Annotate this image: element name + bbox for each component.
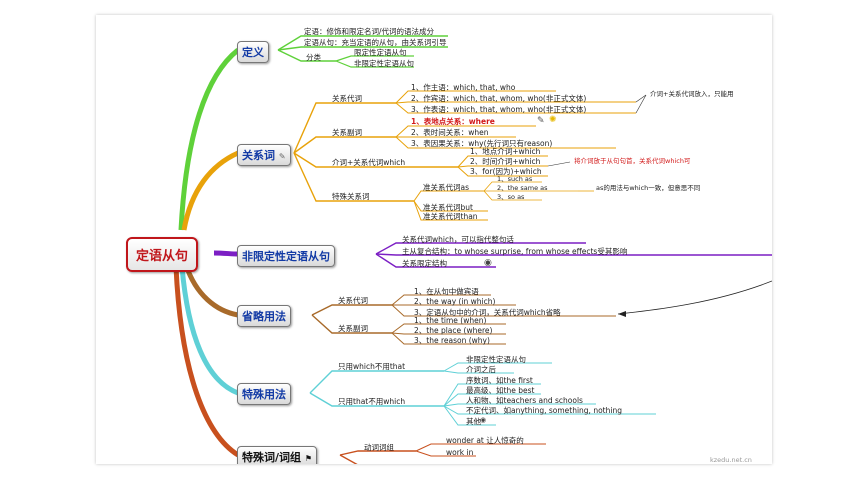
pronoun-item: 2、作宾语：which, that, whom, who(非正式文体) [411, 94, 587, 103]
relatives-adverb-label: 关系副词 [332, 128, 362, 137]
omission-pronoun-item: 2、the way (in which) [414, 297, 496, 306]
special-but-label: 准关系代词but [423, 203, 473, 212]
pronoun-item: 1、作主语：which, that, who [411, 83, 516, 92]
omission-adverb-item: 1、the time (when) [414, 316, 487, 325]
adverb-item: 2、表时间关系：when [411, 128, 489, 137]
omission-pronoun-item: 3、定语从句中的介词，关系代词which省略 [414, 308, 561, 317]
link-relatives [181, 150, 240, 231]
branch-special-words: 特殊词/词组 ⚑ [237, 446, 318, 464]
nonrestrictive-item: 关系代词which，可以指代整句话 [402, 235, 514, 244]
as-note: as的用法与which一致，但意思不同 [596, 184, 701, 192]
branch-omission: 省略用法 [237, 305, 291, 327]
root-label: 定语从句 [136, 249, 189, 264]
category-item: 限定性定语从句 [354, 48, 407, 57]
nonrestrictive-item: 主从复合结构：to whose surprise, from whose eff… [402, 247, 628, 256]
pronoun-note: 介词+关系代词放入，只能用 [650, 90, 734, 98]
that-only-item: 人和物、如teachers and schools [466, 396, 583, 405]
omission-pronoun-label: 关系代词 [338, 296, 368, 305]
lightbulb-icon: ✺ [549, 115, 557, 125]
relatives-special-label: 特殊关系词 [332, 192, 370, 201]
branch-special-usage: 特殊用法 [237, 383, 291, 405]
branch-relatives-label: 关系词 [242, 149, 275, 162]
omission-adverb-label: 关系副词 [338, 324, 368, 333]
note-icon: ✎ [278, 152, 286, 161]
link-definition [178, 48, 240, 231]
branch-definition: 定义 [237, 41, 269, 63]
that-only-label: 只用that不用which [338, 397, 406, 406]
verb-phrase-label: 动词词组 [364, 443, 394, 452]
as-item: 1、such as [497, 175, 533, 183]
definition-item: 定语：修饰和限定名词/代词的语法成分 [304, 27, 435, 36]
as-item: 2、the same as [497, 184, 548, 192]
which-only-label: 只用which不用that [338, 362, 406, 371]
mind-map: 定语从句 定义 定语：修饰和限定名词/代词的语法成分 定语从句：充当定语的从句，… [96, 15, 772, 464]
branch-nonrestrictive: 非限定性定语从句 [237, 245, 335, 267]
prep-item: 1、地点介词+which [470, 147, 541, 156]
branch-definition-label: 定义 [242, 46, 264, 59]
relatives-prep-label: 介词+关系代词which [332, 158, 406, 167]
which-only-item: 非限定性定语从句 [466, 355, 526, 364]
branch-omission-label: 省略用法 [242, 310, 286, 323]
pronoun-item: 3、作表语：which, that, whom, who(非正式文体) [411, 105, 587, 114]
link-special-words [173, 266, 240, 458]
which-only-item: 介词之后 [466, 365, 496, 374]
root-node: 定语从句 [126, 237, 199, 272]
special-as-label: 准关系代词as [423, 183, 470, 192]
omission-pronoun-item: 1、在从句中做宾语 [414, 287, 479, 296]
verb-phrase-item: wonder at 让人惊奇的 [446, 436, 524, 445]
special-than-label: 准关系代词than [423, 212, 478, 221]
verb-phrase-item: work in [446, 448, 474, 457]
flag-icon: ⚑ [304, 454, 313, 463]
branch-special-usage-label: 特殊用法 [242, 388, 286, 401]
branch-nonrestrictive-label: 非限定性定语从句 [242, 250, 330, 263]
adverb-item: 1、表地点关系：where [411, 117, 495, 126]
eye-icon: ◉ [484, 258, 492, 268]
that-only-item: 最高级、如the best [466, 386, 535, 395]
branch-relatives: 关系词 ✎ [237, 144, 291, 166]
link-special-usage [179, 266, 239, 396]
adverb-item: 3、表因果关系：why(先行词只有reason) [411, 139, 553, 148]
link-nonrestrictive [213, 250, 239, 257]
link-omission [183, 264, 239, 318]
nonrestrictive-item: 关系限定结构 [402, 259, 447, 268]
category-item: 非限定性定语从句 [354, 59, 414, 68]
that-only-item: 其他 [466, 417, 481, 426]
prep-item: 3、for(因为)+which [470, 167, 542, 176]
that-only-item: 序数词、如the first [466, 376, 533, 385]
prep-note: 将介词放于从句句首，关系代词which可 [574, 157, 691, 165]
that-only-item: 不定代词、如anything, something, nothing [466, 406, 622, 415]
definition-item: 定语从句：充当定语的从句，由关系词引导 [304, 38, 447, 47]
omission-adverb-item: 2、the place (where) [414, 326, 493, 335]
as-item: 3、so as [497, 193, 525, 201]
mind-map-connectors [173, 35, 772, 464]
prep-item: 2、时间介词+which [470, 157, 541, 166]
relatives-pronoun-label: 关系代词 [332, 94, 362, 103]
branch-special-words-label: 特殊词/词组 [242, 451, 302, 464]
pencil-icon: ✎ [537, 116, 545, 126]
definition-category-label: 分类 [306, 53, 321, 62]
eye-icon: ◉ [480, 416, 487, 424]
watermark: kzedu.net.cn [710, 456, 752, 464]
omission-adverb-item: 3、the reason (why) [414, 336, 490, 345]
